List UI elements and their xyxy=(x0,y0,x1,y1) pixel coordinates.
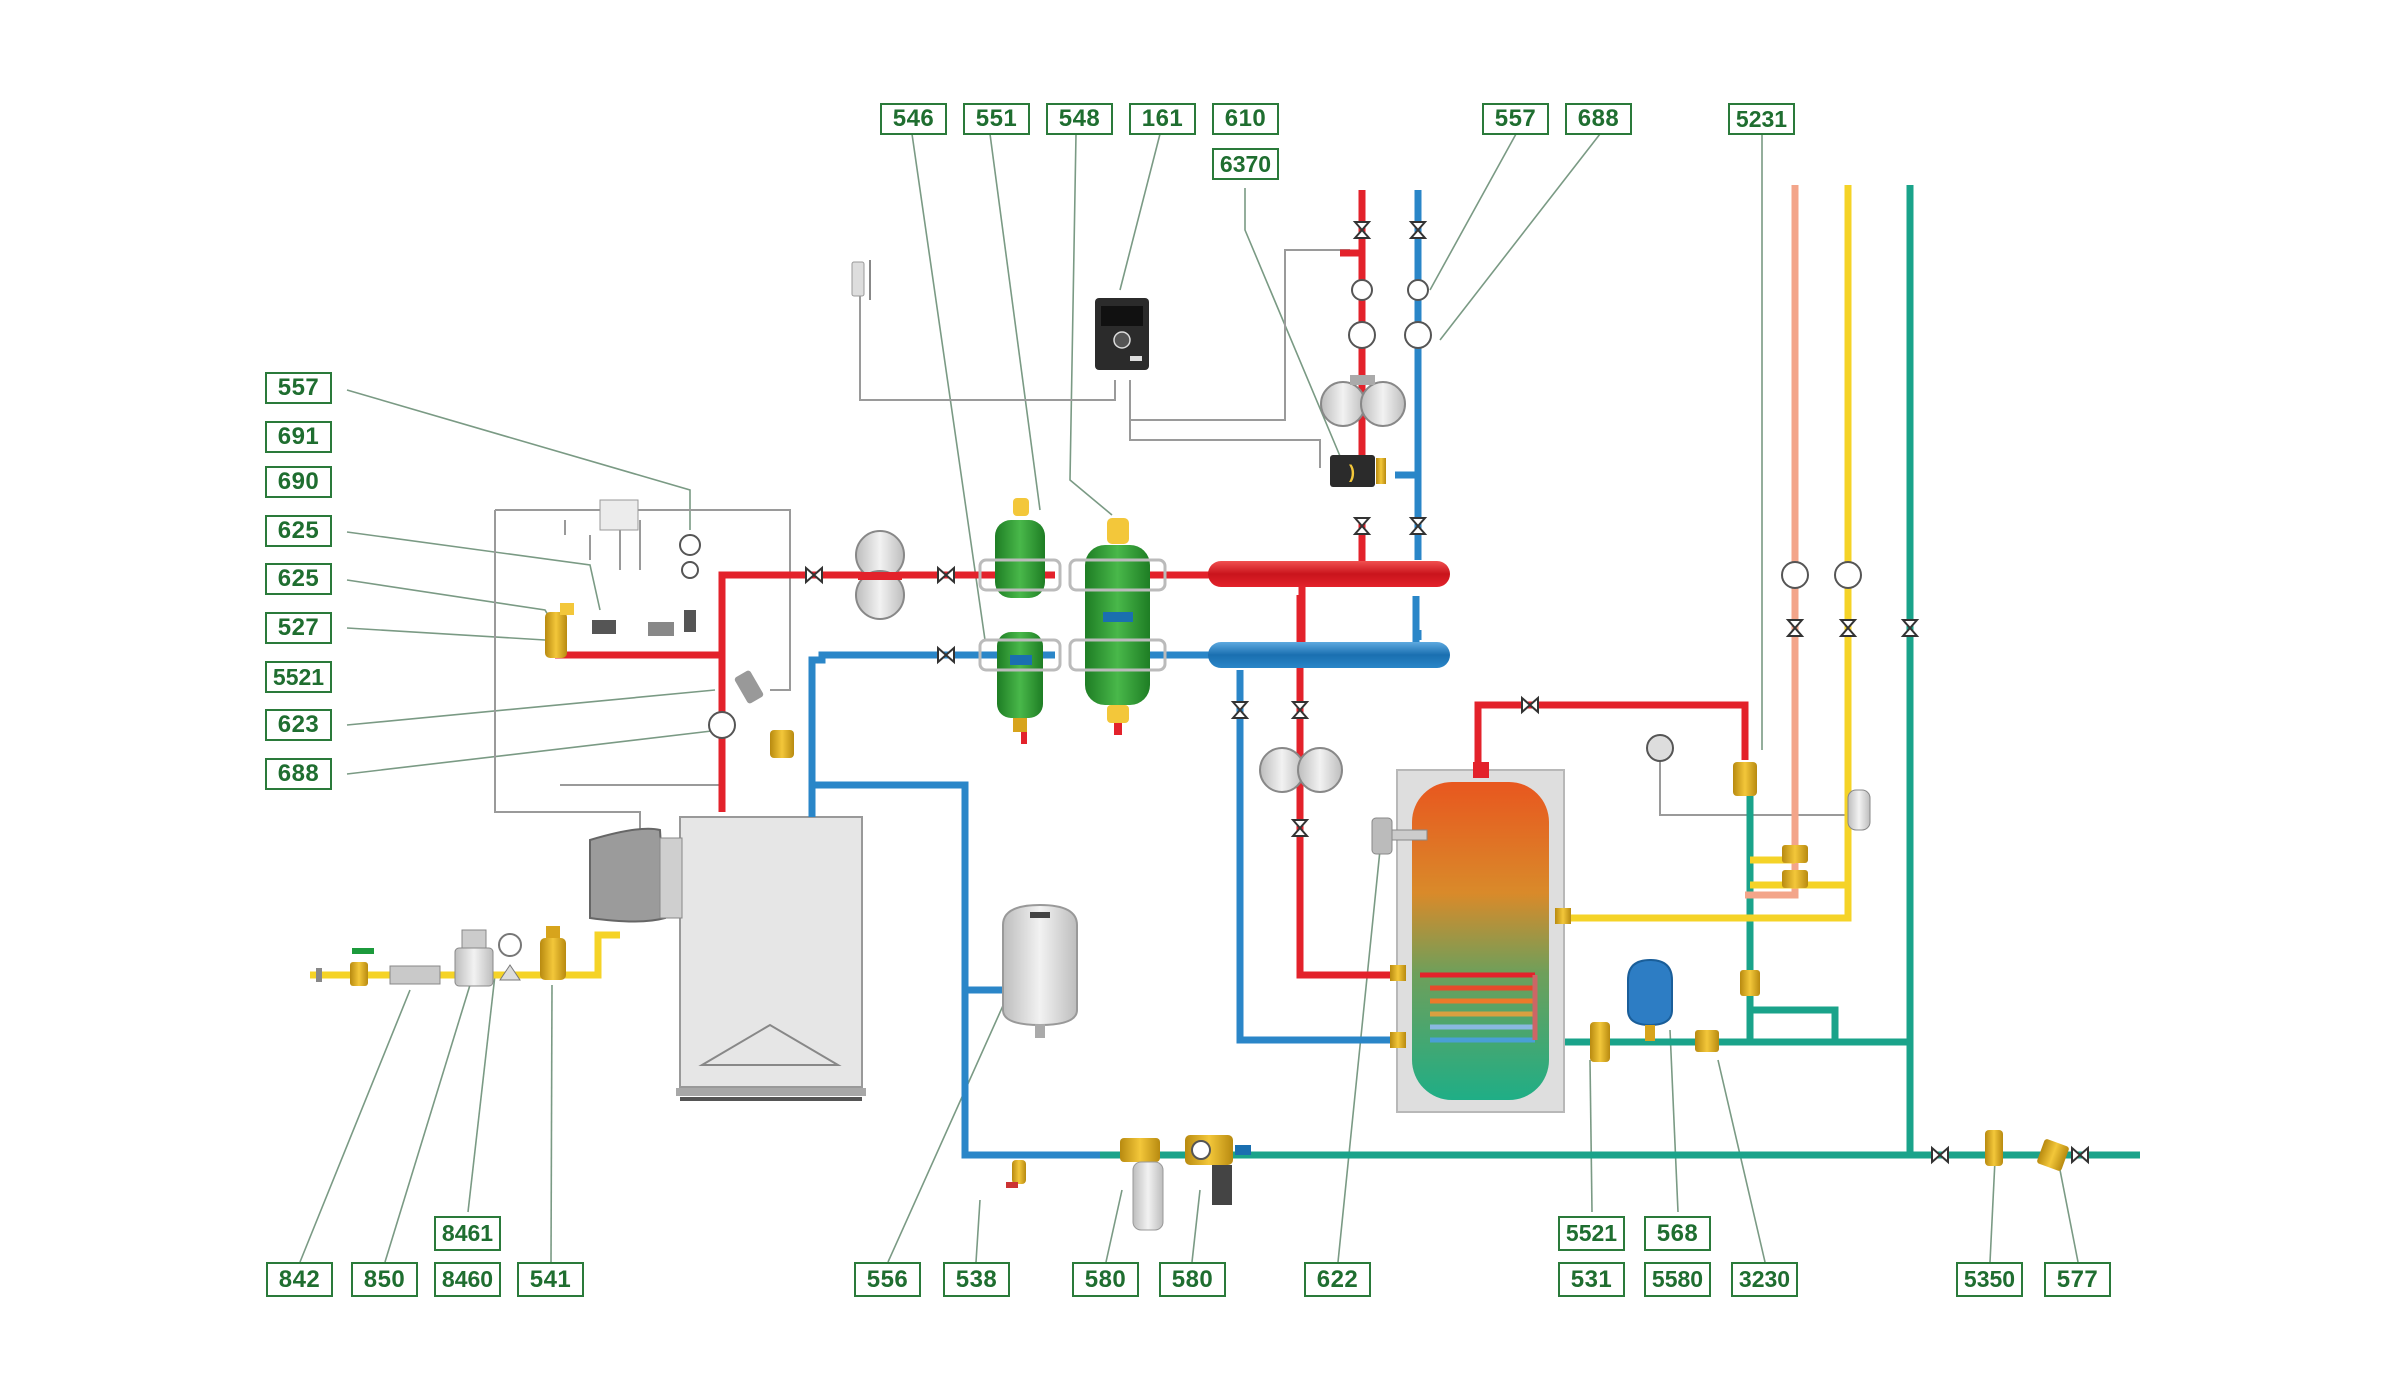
part-label: 850 xyxy=(351,1262,418,1297)
part-label: 610 xyxy=(1212,103,1279,135)
part-label: 541 xyxy=(517,1262,584,1297)
part-label: 557 xyxy=(1482,103,1549,135)
heating-circuit-pump xyxy=(1320,375,1406,427)
part-label: 688 xyxy=(1565,103,1632,135)
part-label: 556 xyxy=(854,1262,921,1297)
part-label: 3230 xyxy=(1731,1262,1798,1297)
part-label: 625 xyxy=(265,563,332,595)
part-label: 580 xyxy=(1072,1262,1139,1297)
hydraulic-separator xyxy=(1068,518,1167,735)
part-label: 688 xyxy=(265,758,332,790)
controller xyxy=(1095,298,1149,370)
safety-group xyxy=(545,499,794,758)
part-label: 623 xyxy=(265,709,332,741)
part-label: 548 xyxy=(1046,103,1113,135)
part-label: 5350 xyxy=(1956,1262,2023,1297)
gas-train-components xyxy=(316,926,566,987)
part-label: 568 xyxy=(1644,1216,1711,1251)
isolation-valves xyxy=(805,221,2089,1165)
boiler-pump xyxy=(855,530,905,620)
part-label: 625 xyxy=(265,515,332,547)
flow-pipes xyxy=(555,190,1749,979)
part-label: 557 xyxy=(265,372,332,404)
part-label: 842 xyxy=(266,1262,333,1297)
heating-expansion-vessel xyxy=(1002,903,1078,1038)
dhw-cylinder xyxy=(1390,762,1571,1113)
part-label: 546 xyxy=(880,103,947,135)
leader-lines xyxy=(299,133,2079,1263)
part-label: 690 xyxy=(265,466,332,498)
part-label: 161 xyxy=(1129,103,1196,135)
drain-valve xyxy=(1006,1160,1026,1188)
flow-header xyxy=(1208,561,1450,587)
part-label: 577 xyxy=(2044,1262,2111,1297)
part-label: 551 xyxy=(963,103,1030,135)
part-label: 6370 xyxy=(1212,148,1279,180)
dhw-expansion-vessel xyxy=(1627,958,1673,1041)
dhw-thermostatic-mixer xyxy=(1590,762,2069,1171)
part-label: 622 xyxy=(1304,1262,1371,1297)
control-wiring xyxy=(494,249,1850,838)
dhw-loading-pump xyxy=(1259,747,1343,793)
part-label: 531 xyxy=(1558,1262,1625,1297)
return-header xyxy=(1208,642,1450,668)
part-label: 5521 xyxy=(265,661,332,693)
gauges xyxy=(679,279,1862,762)
boiler xyxy=(589,816,866,1101)
part-label: 8461 xyxy=(434,1216,501,1251)
part-label: 8460 xyxy=(434,1262,501,1297)
part-label: 527 xyxy=(265,612,332,644)
part-label: 538 xyxy=(943,1262,1010,1297)
outdoor-sensor xyxy=(851,260,871,300)
part-label: 5580 xyxy=(1644,1262,1711,1297)
return-pipes xyxy=(808,190,1422,1159)
mixing-valve-actuator: ) xyxy=(1330,455,1386,487)
svg-text:): ) xyxy=(1349,462,1355,482)
dirt-separator-return xyxy=(978,632,1062,744)
filling-filter-assembly xyxy=(1120,1135,1251,1231)
part-label: 5231 xyxy=(1728,103,1795,135)
immersion-sensor xyxy=(1371,817,1428,855)
part-label: 691 xyxy=(265,421,332,453)
dirt-separator-flow xyxy=(978,498,1062,598)
part-label: 5521 xyxy=(1558,1216,1625,1251)
part-label: 580 xyxy=(1159,1262,1226,1297)
